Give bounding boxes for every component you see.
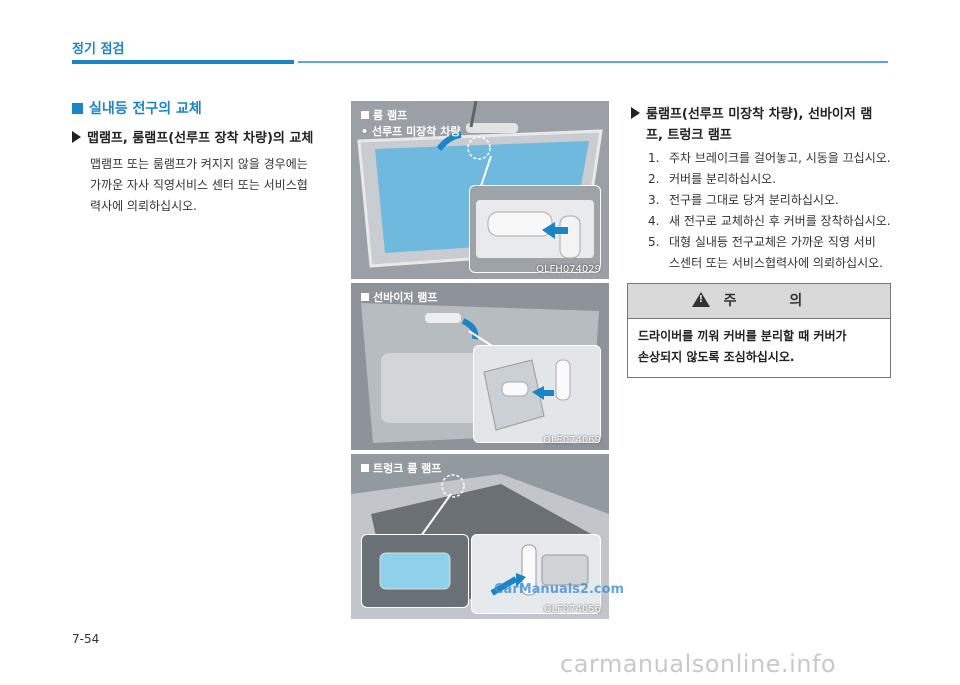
right-subheading-line: 프, 트렁크 램프 <box>646 128 732 143</box>
left-subheading: 맵램프, 룸램프(선루프 장착 차량)의 교체 <box>72 127 313 146</box>
caution-title: 주 의 <box>723 293 827 309</box>
step-number: 2. <box>648 172 660 186</box>
step-text: 대형 실내등 전구교체은 가까운 직영 서비 <box>669 235 876 249</box>
caution-header: 주 의 <box>628 284 890 319</box>
figure-trunk-lamp: 트렁크 룸 램프 OLF074056 <box>351 454 609 619</box>
right-subheading: 룸램프(선루프 미장착 차량), 선바이저 램 프, 트렁크 램프 <box>631 104 872 146</box>
room-lamp-inset <box>469 185 601 273</box>
step-item: 4. 새 전구로 교체하신 후 커버를 장착하십시오. <box>648 211 898 232</box>
step-text: 커버를 분리하십시오. <box>669 172 776 186</box>
step-number: 3. <box>648 193 660 207</box>
sunvisor-inset <box>473 345 601 443</box>
square-bullet-icon <box>72 103 83 114</box>
procedure-steps: 1. 주차 브레이크를 걸어놓고, 시동을 끄십시오. 2. 커버를 분리하십시오.… <box>648 148 898 274</box>
square-bullet-icon <box>361 111 369 119</box>
figure-sunvisor-lamp: 선바이저 램프 OLE074069 <box>351 283 609 450</box>
right-subheading-line: 룸램프(선루프 미장착 차량), 선바이저 램 <box>646 107 873 122</box>
square-bullet-icon <box>361 464 369 472</box>
left-body-line: 가까운 자사 직영서비스 센터 또는 서비스협 <box>90 178 308 192</box>
lamp-lens-icon <box>379 552 451 590</box>
watermark-text: CarManuals2.com <box>494 582 625 597</box>
step-item: 3. 전구를 그대로 당겨 분리하십시오. <box>648 190 898 211</box>
step-number: 5. <box>648 235 660 249</box>
triangle-bullet-icon <box>631 107 640 119</box>
left-subheading-text: 맵램프, 룸램프(선루프 장착 차량)의 교체 <box>87 131 314 146</box>
caution-line: 드라이버를 끼워 커버를 분리할 때 커버가 <box>638 329 847 343</box>
footer-watermark: carmanualsonline.info <box>560 650 837 678</box>
section-heading-text: 실내등 전구의 교체 <box>89 101 202 117</box>
trunk-inset-left <box>361 534 469 608</box>
page-number: 7-54 <box>72 632 100 646</box>
figure-caption-text: 룸 램프 <box>373 109 408 122</box>
trunk-inset-right <box>471 534 601 614</box>
step-item: 2. 커버를 분리하십시오. <box>648 169 898 190</box>
section-heading: 실내등 전구의 교체 <box>72 98 202 118</box>
caution-body: 드라이버를 끼워 커버를 분리할 때 커버가 손상되지 않도록 조심하십시오. <box>628 319 890 375</box>
bulb-removal-icon <box>490 544 589 596</box>
step-text: 주차 브레이크를 걸어놓고, 시동을 끄십시오. <box>669 151 891 165</box>
figure-room-lamp: 룸 램프 • 선루프 미장착 차량 OLFH074029 <box>351 101 609 279</box>
left-body: 맵램프 또는 룸램프가 켜지지 않을 경우에는 가까운 자사 직영서비스 센터 … <box>90 154 308 217</box>
step-item: 1. 주차 브레이크를 걸어놓고, 시동을 끄십시오. <box>648 148 898 169</box>
step-text: 전구를 그대로 당겨 분리하십시오. <box>669 193 839 207</box>
figure-caption-text: 트렁크 룸 램프 <box>373 462 442 475</box>
figure-caption: 룸 램프 <box>361 107 407 123</box>
left-body-line: 맵램프 또는 룸램프가 켜지지 않을 경우에는 <box>90 157 308 171</box>
step-number: 4. <box>648 214 660 228</box>
figure-caption: 트렁크 룸 램프 <box>361 460 441 476</box>
figure-bullet-text: 선루프 미장착 차량 <box>371 125 461 138</box>
figure-code: OLF074056 <box>543 604 601 615</box>
bulb-removal-icon <box>476 200 594 259</box>
caution-box: 주 의 드라이버를 끼워 커버를 분리할 때 커버가 손상되지 않도록 조심하십… <box>627 283 891 378</box>
caution-line: 손상되지 않도록 조심하십시오. <box>638 350 795 364</box>
header-rule-dark <box>72 60 294 64</box>
bulb-removal-icon <box>483 359 571 431</box>
figure-code: OLFH074029 <box>536 264 601 275</box>
step-text: 스센터 또는 서비스협력사에 의뢰하십시오. <box>669 256 883 270</box>
triangle-bullet-icon <box>72 131 81 143</box>
left-body-line: 력사에 의뢰하십시오. <box>90 199 197 213</box>
figure-caption-text: 선바이저 램프 <box>373 291 438 304</box>
step-number: 1. <box>648 151 660 165</box>
header-rule-light <box>298 61 888 63</box>
step-text: 새 전구로 교체하신 후 커버를 장착하십시오. <box>669 214 891 228</box>
figure-caption: 선바이저 램프 <box>361 289 438 305</box>
figure-bullet: • 선루프 미장착 차량 <box>361 125 461 138</box>
chapter-title: 정기 점검 <box>72 42 125 57</box>
square-bullet-icon <box>361 293 369 301</box>
warning-triangle-icon <box>691 292 710 307</box>
figure-code: OLE074069 <box>543 435 601 446</box>
